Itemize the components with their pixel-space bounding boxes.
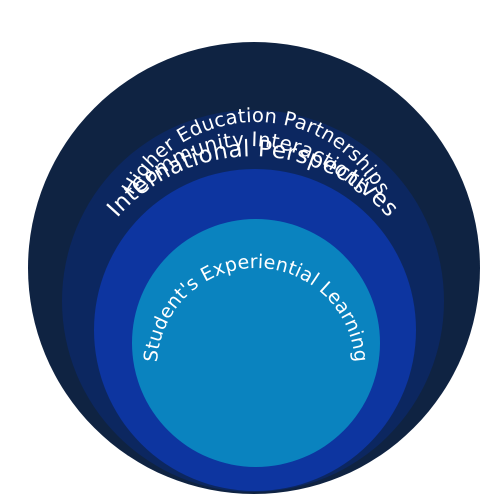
ring-students-experiential-learning bbox=[132, 219, 380, 467]
